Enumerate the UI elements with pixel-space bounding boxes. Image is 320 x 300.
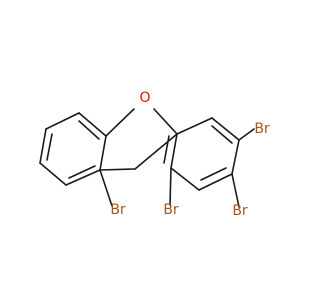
bond-c12-c13 [198, 173, 233, 191]
bond-c4-br [99, 169, 113, 207]
atom-o-label: O [139, 90, 150, 106]
bond-c6-c1-double [78, 120, 100, 140]
atom-br3-label: Br [232, 203, 248, 219]
atom-br4-label: Br [254, 121, 270, 137]
bond-c8-c9 [134, 133, 178, 170]
bond-c4-c5-double [68, 165, 96, 179]
bond-c11-c12 [231, 139, 240, 175]
bond-c13-c14 [170, 167, 200, 191]
bond-c14-c7 [170, 133, 178, 169]
bond-c14-c7-double [163, 135, 170, 164]
bond-c6-o [105, 108, 135, 137]
molecule-canvas: O Br Br Br Br [39, 90, 270, 219]
bond-c11-br [238, 128, 255, 141]
atom-br2-label: Br [163, 202, 179, 218]
bond-c5-c6 [99, 135, 107, 171]
bond-c12-br [231, 173, 240, 208]
bond-c13-br [169, 167, 172, 206]
bond-c7-c10 [176, 117, 213, 135]
bond-c1-c2 [45, 112, 80, 130]
bond-o-c7 [153, 108, 178, 135]
bond-c10-c11 [211, 117, 240, 141]
atom-br1-label: Br [110, 202, 126, 218]
bond-c6-c1 [78, 112, 107, 137]
bond-c12-c13-double [200, 167, 227, 181]
bond-c2-c3 [39, 128, 47, 164]
bond-c4-c5 [65, 169, 101, 186]
molecule-diagram: O Br Br Br Br [39, 90, 270, 219]
bond-c3-c4 [39, 162, 67, 186]
bond-c10-c11-double [211, 125, 233, 144]
bond-c2-c3-double [46, 133, 53, 161]
bond-c5-c8 [99, 168, 136, 171]
